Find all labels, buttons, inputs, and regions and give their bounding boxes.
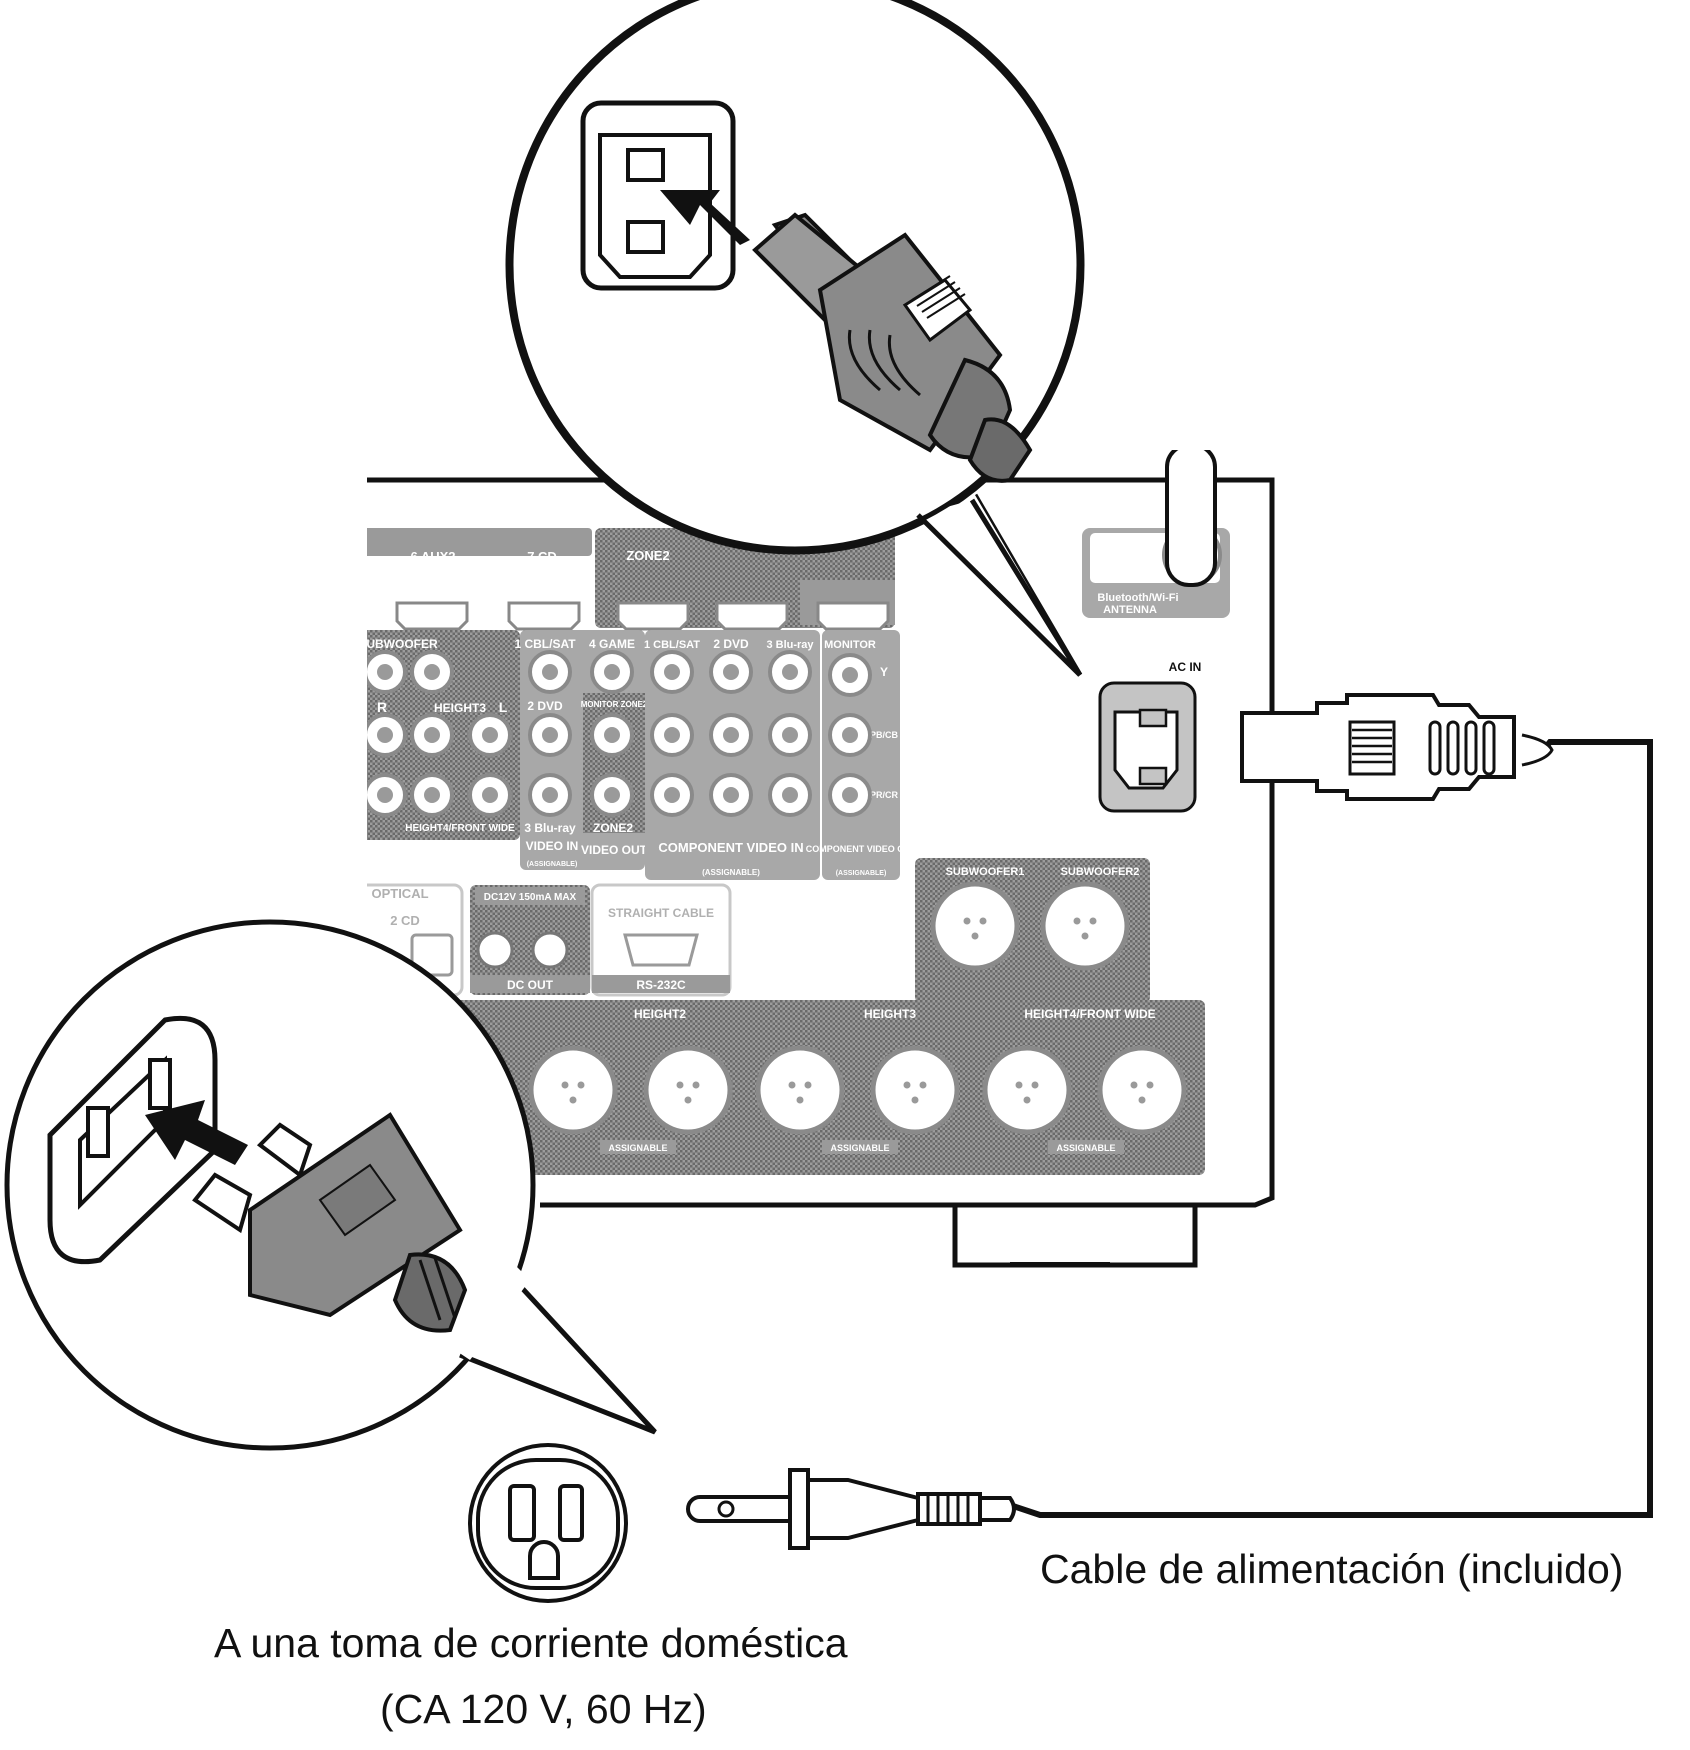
subwoofer1-label: SUBWOOFER1	[946, 866, 1025, 878]
subwoofer2-label: SUBWOOFER2	[1061, 866, 1140, 878]
xlr-jack	[982, 1045, 1072, 1135]
hdmi-port	[715, 601, 789, 631]
assignable-label: ASSIGNABLE	[830, 1143, 889, 1153]
xlr-jack	[1097, 1045, 1187, 1135]
height3-xlr-label: HEIGHT3	[864, 1007, 916, 1021]
height4-front-wide-label: HEIGHT4/FRONT WIDE	[405, 823, 515, 834]
assignable-label: ASSIGNABLE	[608, 1143, 667, 1153]
monitor-label: MONITOR	[824, 639, 876, 651]
wall-outlet-icon	[468, 1443, 628, 1603]
zone2-label: ZONE2	[626, 548, 669, 563]
bluetooth-wifi-antenna: Bluetooth/Wi-Fi ANTENNA	[1082, 440, 1230, 618]
component-input-3-label: 3 Blu-ray	[766, 639, 814, 651]
dc-jack	[476, 931, 514, 969]
hdmi-6-aux2-label: 6 AUX2	[410, 549, 455, 564]
video-in-assignable-label: (ASSIGNABLE)	[527, 861, 578, 868]
hdmi-port	[616, 601, 690, 631]
power-cord	[686, 693, 1653, 1550]
cord-wall-plug	[686, 1468, 1016, 1550]
component-out-assignable-label: (ASSIGNABLE)	[836, 870, 887, 877]
component-y-label: Y	[880, 665, 888, 679]
video-input-2-label: 2 DVD	[527, 699, 563, 713]
magnifier-iec-inlet	[505, 0, 1085, 677]
video-input-4-label: 4 GAME	[589, 637, 635, 651]
component-input-2-label: 2 DVD	[713, 637, 749, 651]
ac-in-label: AC IN	[1169, 660, 1202, 674]
zone2-video-label: ZONE2	[593, 821, 633, 835]
component-pb-label: PB/CB	[870, 730, 899, 740]
hdmi-ports	[395, 601, 890, 631]
antenna-label-line1: Bluetooth/Wi-Fi	[1097, 592, 1178, 604]
video-out-label: VIDEO OUT	[581, 843, 648, 857]
component-video-out-label: COMPONENT VIDEO OUT	[806, 844, 917, 854]
monitor-zone2-label: MONITOR ZONE2	[581, 700, 648, 709]
receiver-rear-panel: 6 AUX2 7 CD ZONE2 SUBWOOFER HEIGHT3 HEIG…	[358, 440, 1275, 1268]
component-input-1-label: 1 CBL/SAT	[644, 639, 700, 651]
height2-label: HEIGHT2	[634, 1007, 686, 1021]
xlr-jack	[1040, 881, 1130, 971]
xlr-jack	[528, 1045, 618, 1135]
xlr-jack	[930, 881, 1020, 971]
xlr-jack	[643, 1045, 733, 1135]
hdmi-port	[816, 601, 890, 631]
optical-cd-label: 2 CD	[390, 913, 420, 928]
antenna-label-line2: ANTENNA	[1103, 604, 1157, 616]
video-input-1-label: 1 CBL/SAT	[514, 637, 576, 651]
dc-spec-label: DC12V 150mA MAX	[484, 892, 577, 903]
dc-jack	[531, 931, 569, 969]
xlr-jack	[870, 1045, 960, 1135]
left-channel-label: L	[499, 699, 508, 715]
magnifier-wall-socket	[4, 919, 657, 1451]
component-video-in-label: COMPONENT VIDEO IN	[658, 840, 803, 855]
height4-xlr-label: HEIGHT4/FRONT WIDE	[1024, 1007, 1155, 1021]
right-channel-label: R	[377, 699, 387, 715]
subwoofer-label: SUBWOOFER	[358, 637, 438, 651]
outlet-caption-line2: (CA 120 V, 60 Hz)	[380, 1686, 707, 1732]
plug-blade	[686, 1495, 792, 1523]
iec-connector-closeup	[752, 212, 1033, 483]
straight-cable-label: STRAIGHT CABLE	[608, 906, 714, 920]
rs232c-label: RS-232C	[636, 978, 686, 992]
wall-plug-closeup	[192, 1112, 468, 1333]
xlr-jack	[755, 1045, 845, 1135]
dc-out-label: DC OUT	[507, 978, 554, 992]
insert-arrow	[145, 1100, 248, 1165]
insert-arrow	[660, 190, 750, 245]
ac-in-inlet: AC IN	[1098, 660, 1202, 813]
optical-label: OPTICAL	[371, 886, 428, 901]
outlet-caption-line1: A una toma de corriente doméstica	[214, 1620, 848, 1666]
component-pr-label: PR/CR	[870, 790, 899, 800]
hdmi-port	[395, 601, 469, 631]
video-in-label: VIDEO IN	[526, 839, 579, 853]
video-input-3-label: 3 Blu-ray	[524, 821, 576, 835]
rs232c-port	[623, 933, 699, 967]
hdmi-label-bar	[367, 528, 592, 556]
chassis-foot	[952, 1202, 1198, 1268]
hdmi-port	[507, 601, 581, 631]
component-in-assignable-label: (ASSIGNABLE)	[702, 868, 760, 877]
height3-label: HEIGHT3	[434, 701, 486, 715]
assignable-label: ASSIGNABLE	[1056, 1143, 1115, 1153]
hdmi-7-cd-label: 7 CD	[527, 549, 557, 564]
antenna-rod	[1165, 443, 1217, 587]
power-cable-caption: Cable de alimentación (incluido)	[1040, 1546, 1624, 1592]
